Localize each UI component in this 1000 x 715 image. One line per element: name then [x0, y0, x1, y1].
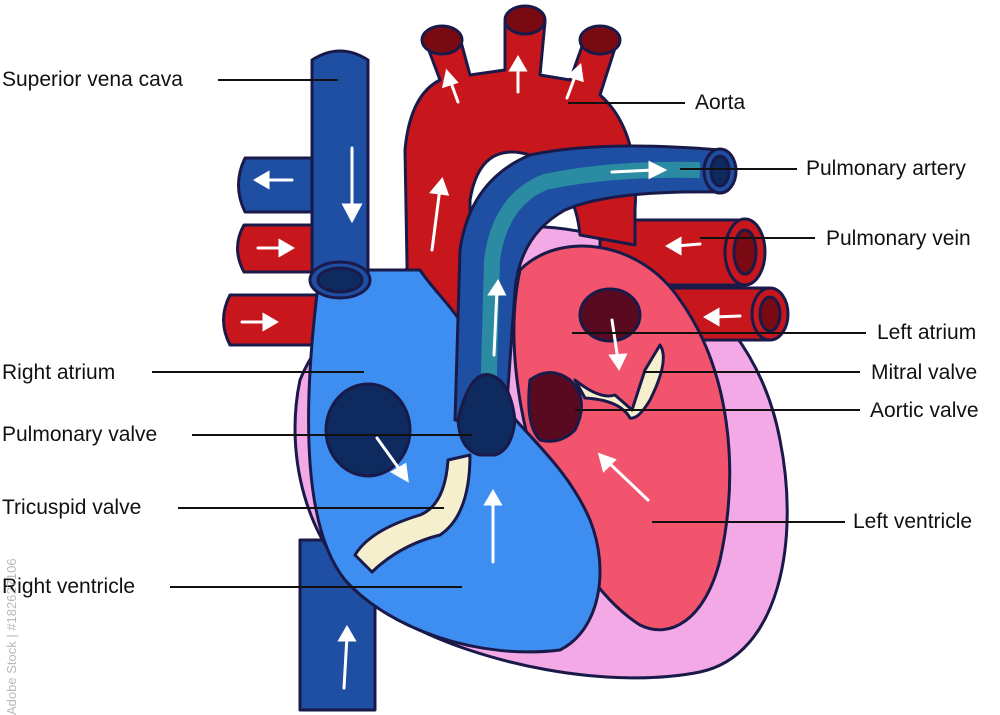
superior-vena-cava — [310, 49, 370, 287]
label-superior-vena-cava: Superior vena cava — [2, 68, 183, 91]
label-aorta: Aorta — [695, 91, 746, 114]
tricuspid-valve — [353, 453, 472, 574]
right-pulmonary-artery-branch — [237, 156, 322, 214]
pulmonary-valve — [456, 373, 517, 457]
watermark: Adobe Stock | #182627106 — [4, 558, 19, 715]
label-tricuspid-valve: Tricuspid valve — [2, 496, 142, 519]
label-aortic-valve: Aortic valve — [870, 399, 979, 422]
aortic-valve — [527, 371, 583, 443]
mitral-valve — [573, 343, 665, 420]
label-pulmonary-vein: Pulmonary vein — [826, 227, 971, 250]
label-left-ventricle: Left ventricle — [853, 510, 973, 533]
label-mitral-valve: Mitral valve — [871, 361, 978, 384]
label-pulmonary-valve: Pulmonary valve — [2, 423, 158, 446]
label-right-atrium: Right atrium — [2, 361, 116, 384]
label-pulmonary-artery: Pulmonary artery — [806, 157, 966, 180]
label-right-ventricle: Right ventricle — [2, 575, 136, 598]
label-left-atrium: Left atrium — [877, 321, 977, 344]
